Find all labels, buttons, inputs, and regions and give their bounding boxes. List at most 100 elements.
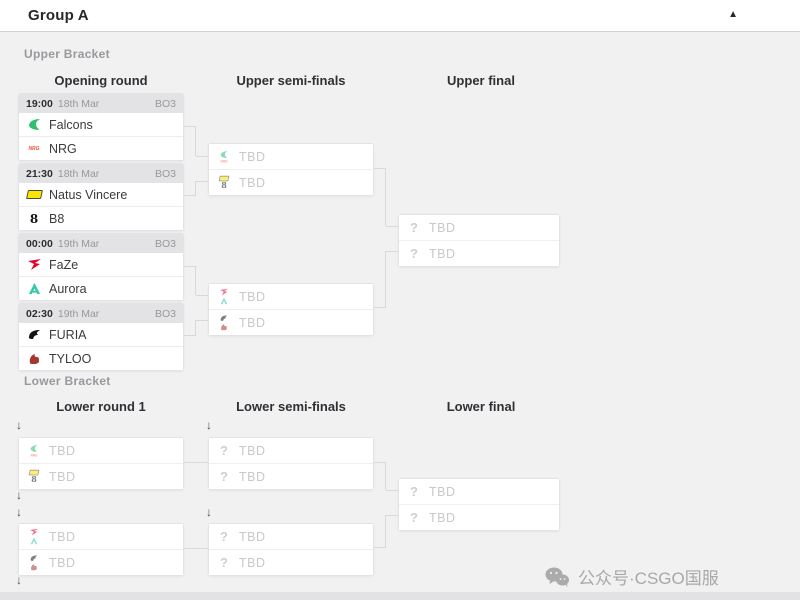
- team-name: Natus Vincere: [49, 187, 128, 202]
- navi-b8-stacked-icon: 8: [26, 468, 42, 486]
- match-time: 19:00: [26, 97, 53, 110]
- match-card-lower-final[interactable]: ? TBD ? TBD: [398, 478, 560, 531]
- tbd-slot: TBD: [19, 549, 183, 575]
- match-header: 19:00 18th Mar BO3: [19, 94, 183, 113]
- column-header-lower-round-1: Lower round 1: [56, 399, 146, 414]
- bracket-connector: [196, 295, 208, 296]
- column-header-upper-semifinals: Upper semi-finals: [236, 73, 346, 88]
- match-format: BO3: [154, 237, 176, 250]
- match-card-upper-semifinal-2[interactable]: TBD TBD: [208, 283, 374, 336]
- match-header: 21:30 18th Mar BO3: [19, 164, 183, 183]
- team-row-nrg[interactable]: NRG NRG: [19, 136, 183, 160]
- tbd-slot: NRG TBD: [19, 438, 183, 463]
- wechat-icon: [544, 566, 570, 588]
- tbd-label: TBD: [49, 529, 76, 544]
- team-name: TYLOO: [49, 351, 92, 366]
- bracket-connector: [184, 126, 196, 156]
- tbd-label: TBD: [239, 289, 266, 304]
- tbd-label: TBD: [239, 555, 266, 570]
- tbd-label: TBD: [49, 443, 76, 458]
- match-date: 18th Mar: [57, 167, 100, 180]
- tbd-slot: 8 TBD: [209, 169, 373, 195]
- falcons-nrg-stacked-icon: NRG: [216, 149, 232, 165]
- match-card-opening-1[interactable]: 19:00 18th Mar BO3 Falcons NRG NRG: [18, 93, 184, 161]
- team-name: NRG: [49, 141, 77, 156]
- match-card-upper-final[interactable]: ? TBD ? TBD: [398, 214, 560, 267]
- falcons-nrg-stacked-icon: NRG: [26, 443, 42, 459]
- team-name: B8: [49, 211, 65, 226]
- tbd-label: TBD: [429, 220, 456, 235]
- team-name: Falcons: [49, 117, 93, 132]
- match-card-lower-semifinal-2[interactable]: ? TBD ? TBD: [208, 523, 374, 576]
- match-card-opening-2[interactable]: 21:30 18th Mar BO3 Natus Vincere 8 B8: [18, 163, 184, 231]
- match-time: 21:30: [26, 167, 53, 180]
- tbd-label: TBD: [239, 529, 266, 544]
- team-row-falcons[interactable]: Falcons: [19, 113, 183, 136]
- bracket-connector: [386, 226, 398, 227]
- match-card-opening-3[interactable]: 00:00 19th Mar BO3 FaZe Aurora: [18, 233, 184, 301]
- column-header-upper-final: Upper final: [447, 73, 515, 88]
- tbd-label: TBD: [239, 443, 266, 458]
- tbd-slot: NRG TBD: [209, 144, 373, 169]
- navi-b8-stacked-icon: 8: [216, 174, 232, 192]
- tbd-label: TBD: [429, 246, 456, 261]
- unknown-team-icon: ?: [410, 246, 418, 261]
- drop-down-arrow-icon: ↓: [16, 573, 22, 587]
- match-card-lower-round1-2[interactable]: TBD TBD: [18, 523, 184, 576]
- unknown-team-icon: ?: [410, 220, 418, 235]
- team-row-tyloo[interactable]: TYLOO: [19, 346, 183, 370]
- match-card-upper-semifinal-1[interactable]: NRG TBD 8 TBD: [208, 143, 374, 196]
- unknown-team-icon: ?: [410, 484, 418, 499]
- tbd-slot: ? TBD: [399, 240, 559, 266]
- tbd-slot: ? TBD: [209, 524, 373, 549]
- tyloo-logo-icon: [26, 352, 42, 365]
- unknown-team-icon: ?: [410, 510, 418, 525]
- team-name: FaZe: [49, 257, 79, 272]
- tbd-slot: ? TBD: [399, 504, 559, 530]
- tbd-slot: TBD: [209, 284, 373, 309]
- unknown-team-icon: ?: [220, 469, 228, 484]
- bracket-connector: [386, 515, 398, 516]
- bracket-connector: [184, 181, 196, 196]
- furia-tyloo-stacked-icon: [26, 552, 42, 573]
- bracket-connector: [386, 490, 398, 491]
- watermark-text: 公众号·CSGO国服: [578, 569, 719, 588]
- match-date: 19th Mar: [57, 307, 100, 320]
- team-name: FURIA: [49, 327, 87, 342]
- bracket-connector: [386, 251, 398, 252]
- tbd-slot: ? TBD: [399, 215, 559, 240]
- team-row-b8[interactable]: 8 B8: [19, 206, 183, 230]
- match-format: BO3: [154, 97, 176, 110]
- bracket-connector: [374, 251, 386, 308]
- drop-down-arrow-icon: ↓: [16, 418, 22, 432]
- team-row-navi[interactable]: Natus Vincere: [19, 183, 183, 206]
- tbd-label: TBD: [239, 175, 266, 190]
- team-row-faze[interactable]: FaZe: [19, 253, 183, 276]
- match-header: 00:00 19th Mar BO3: [19, 234, 183, 253]
- team-name: Aurora: [49, 281, 87, 296]
- faze-aurora-stacked-icon: [26, 526, 42, 547]
- column-header-lower-semifinals: Lower semi-finals: [236, 399, 346, 414]
- furia-logo-icon: [26, 328, 42, 341]
- tbd-slot: ? TBD: [209, 463, 373, 489]
- match-card-lower-round1-1[interactable]: NRG TBD 8 TBD: [18, 437, 184, 490]
- unknown-team-icon: ?: [220, 555, 228, 570]
- drop-down-arrow-icon: ↓: [206, 418, 212, 432]
- collapse-button[interactable]: ▲: [728, 8, 738, 22]
- tbd-slot: ? TBD: [209, 549, 373, 575]
- column-header-lower-final: Lower final: [446, 399, 516, 414]
- tbd-label: TBD: [239, 469, 266, 484]
- bottom-strip: [0, 592, 800, 600]
- bracket-connector: [374, 168, 386, 226]
- tbd-slot: ? TBD: [399, 479, 559, 504]
- lower-bracket-label: Lower Bracket: [24, 374, 111, 388]
- bracket-connector: [184, 548, 208, 549]
- aurora-logo-icon: [26, 282, 42, 295]
- match-card-opening-4[interactable]: 02:30 19th Mar BO3 FURIA TYLOO: [18, 303, 184, 371]
- match-card-lower-semifinal-1[interactable]: ? TBD ? TBD: [208, 437, 374, 490]
- team-row-furia[interactable]: FURIA: [19, 323, 183, 346]
- team-row-aurora[interactable]: Aurora: [19, 276, 183, 300]
- tbd-slot: ? TBD: [209, 438, 373, 463]
- bracket-connector: [184, 320, 196, 336]
- tbd-slot: 8 TBD: [19, 463, 183, 489]
